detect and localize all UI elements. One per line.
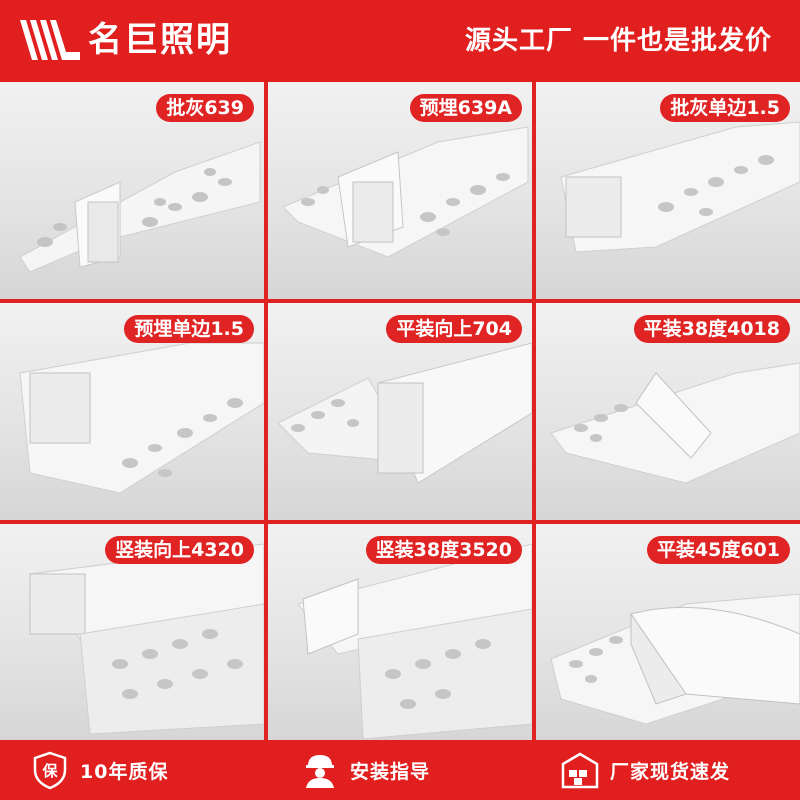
product-card[interactable]: 平装45度601 bbox=[536, 524, 800, 741]
profile-image-icon bbox=[277, 342, 532, 484]
product-label: 平装向上704 bbox=[386, 315, 522, 343]
feature-label: 10年质保 bbox=[80, 760, 169, 783]
profile-image-icon bbox=[550, 593, 800, 725]
product-card[interactable]: 竖装38度3520 bbox=[268, 524, 532, 741]
product-label: 批灰639 bbox=[156, 94, 254, 122]
product-card[interactable]: 平装向上704 bbox=[268, 303, 532, 520]
product-label: 平装38度4018 bbox=[633, 315, 790, 343]
slogan: 源头工厂 一件也是批发价 bbox=[464, 26, 772, 56]
product-card[interactable]: 批灰639 bbox=[0, 82, 264, 299]
product-label: 预埋639A bbox=[409, 94, 522, 122]
profile-image-icon bbox=[297, 543, 532, 740]
warehouse-icon bbox=[561, 752, 599, 789]
profile-image-icon bbox=[29, 543, 264, 735]
product-card[interactable]: 批灰单边1.5 bbox=[536, 82, 800, 299]
product-label: 预埋单边1.5 bbox=[124, 315, 254, 343]
product-card[interactable]: 预埋639A bbox=[268, 82, 532, 299]
profile-image-icon bbox=[282, 126, 529, 258]
profile-image-icon bbox=[19, 141, 261, 273]
product-card[interactable]: 竖装向上4320 bbox=[0, 524, 264, 741]
header-banner: 名巨照明 源头工厂 一件也是批发价 bbox=[0, 0, 800, 82]
product-card[interactable]: 平装38度4018 bbox=[536, 303, 800, 520]
product-label: 竖装向上4320 bbox=[105, 536, 254, 564]
product-label: 竖装38度3520 bbox=[365, 536, 522, 564]
product-card[interactable]: 预埋单边1.5 bbox=[0, 303, 264, 520]
product-label: 批灰单边1.5 bbox=[660, 94, 790, 122]
feature-label: 厂家现货速发 bbox=[610, 760, 731, 783]
brand-logo-icon bbox=[20, 20, 80, 60]
shield-icon: 保 bbox=[33, 751, 67, 790]
footer-banner: 保 10年质保 安装指导 厂家现货速发 bbox=[0, 740, 800, 800]
product-grid: 批灰639 预埋639A bbox=[0, 82, 800, 741]
feature-fast-shipping: 厂家现货速发 bbox=[560, 740, 730, 800]
feature-label: 安装指导 bbox=[350, 760, 431, 783]
brand-name: 名巨照明 bbox=[88, 20, 232, 60]
profile-image-icon bbox=[550, 362, 800, 484]
feature-warranty: 保 10年质保 bbox=[30, 740, 168, 800]
product-label: 平装45度601 bbox=[646, 536, 790, 564]
profile-image-icon bbox=[19, 342, 264, 494]
profile-image-icon bbox=[560, 121, 800, 253]
warranty-badge-text: 保 bbox=[41, 762, 58, 780]
feature-install-guide: 安装指导 bbox=[300, 740, 430, 800]
worker-icon bbox=[306, 755, 334, 788]
